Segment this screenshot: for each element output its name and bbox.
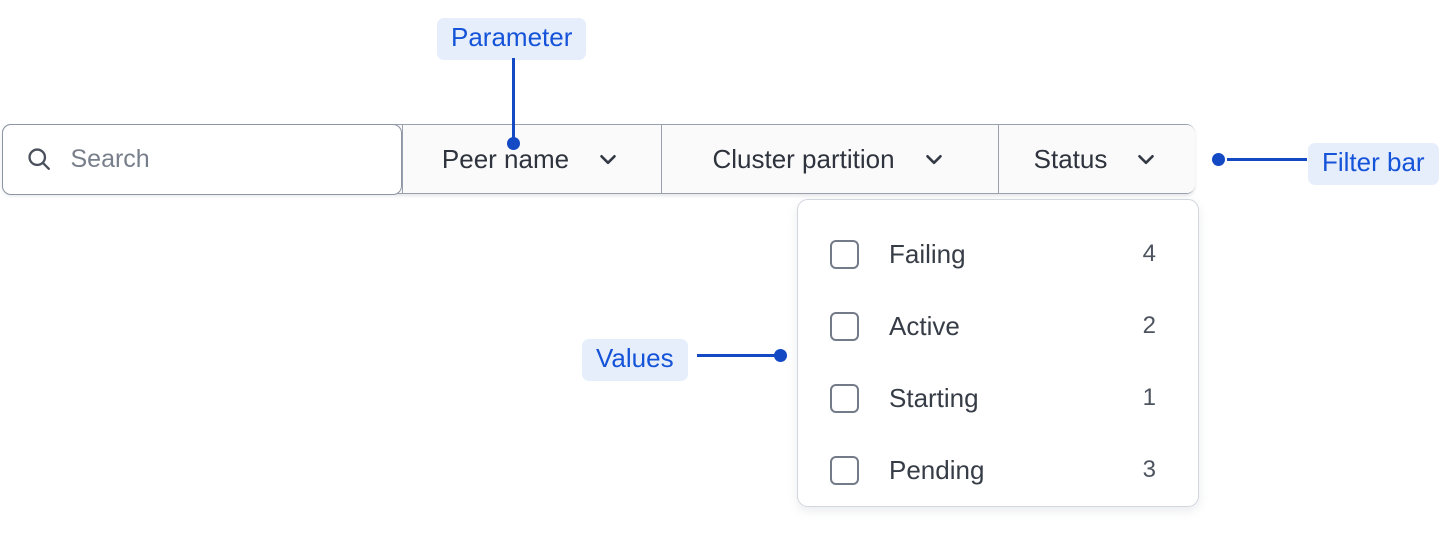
search-input[interactable] bbox=[70, 144, 381, 174]
dropdown-option-failing[interactable]: Failing 4 bbox=[798, 218, 1198, 290]
dropdown-option-label: Pending bbox=[889, 454, 985, 485]
dropdown-option-label: Starting bbox=[889, 382, 979, 413]
annotation-dot-filter-bar bbox=[1212, 153, 1225, 166]
search-icon bbox=[25, 145, 53, 173]
dropdown-option-count: 4 bbox=[1142, 240, 1156, 267]
checkbox-starting[interactable] bbox=[830, 383, 859, 413]
filter-label-peer-name: Peer name bbox=[441, 143, 570, 174]
dropdown-option-pending[interactable]: Pending 3 bbox=[798, 434, 1198, 506]
annotation-label-parameter: Parameter bbox=[437, 18, 587, 60]
filter-dropdown-status[interactable]: Status bbox=[997, 125, 1195, 193]
dropdown-option-label: Failing bbox=[889, 238, 966, 269]
annotation-dot-parameter bbox=[507, 137, 520, 150]
checkbox-failing[interactable] bbox=[830, 239, 859, 269]
dropdown-option-starting[interactable]: Starting 1 bbox=[798, 362, 1198, 434]
annotation-label-filter-bar: Filter bar bbox=[1308, 143, 1439, 185]
filter-bar: Peer name Cluster partition Status bbox=[1, 123, 1195, 195]
dropdown-option-count: 3 bbox=[1142, 456, 1156, 483]
dropdown-option-count: 1 bbox=[1142, 384, 1156, 411]
chevron-down-icon bbox=[921, 146, 947, 172]
annotation-leader-line-filter-bar bbox=[1227, 158, 1307, 161]
annotation-dot-values bbox=[774, 349, 787, 362]
checkbox-active[interactable] bbox=[830, 311, 859, 341]
status-dropdown-panel: Failing 4 Active 2 Starting 1 Pending 3 bbox=[797, 199, 1199, 507]
chevron-down-icon bbox=[1133, 146, 1159, 172]
chevron-down-icon bbox=[595, 146, 621, 172]
annotation-leader-line-values bbox=[697, 354, 779, 357]
dropdown-option-count: 2 bbox=[1142, 312, 1156, 339]
filter-label-status: Status bbox=[1033, 143, 1108, 174]
annotation-label-values: Values bbox=[582, 339, 688, 381]
dropdown-option-label: Active bbox=[889, 310, 960, 341]
checkbox-pending[interactable] bbox=[830, 455, 859, 485]
filter-label-cluster-partition: Cluster partition bbox=[712, 143, 895, 174]
filter-dropdown-peer-name[interactable]: Peer name bbox=[401, 125, 661, 193]
dropdown-option-active[interactable]: Active 2 bbox=[798, 290, 1198, 362]
search-field[interactable] bbox=[1, 123, 402, 195]
annotation-leader-line-parameter bbox=[512, 58, 515, 144]
filter-dropdown-cluster-partition[interactable]: Cluster partition bbox=[660, 125, 998, 193]
